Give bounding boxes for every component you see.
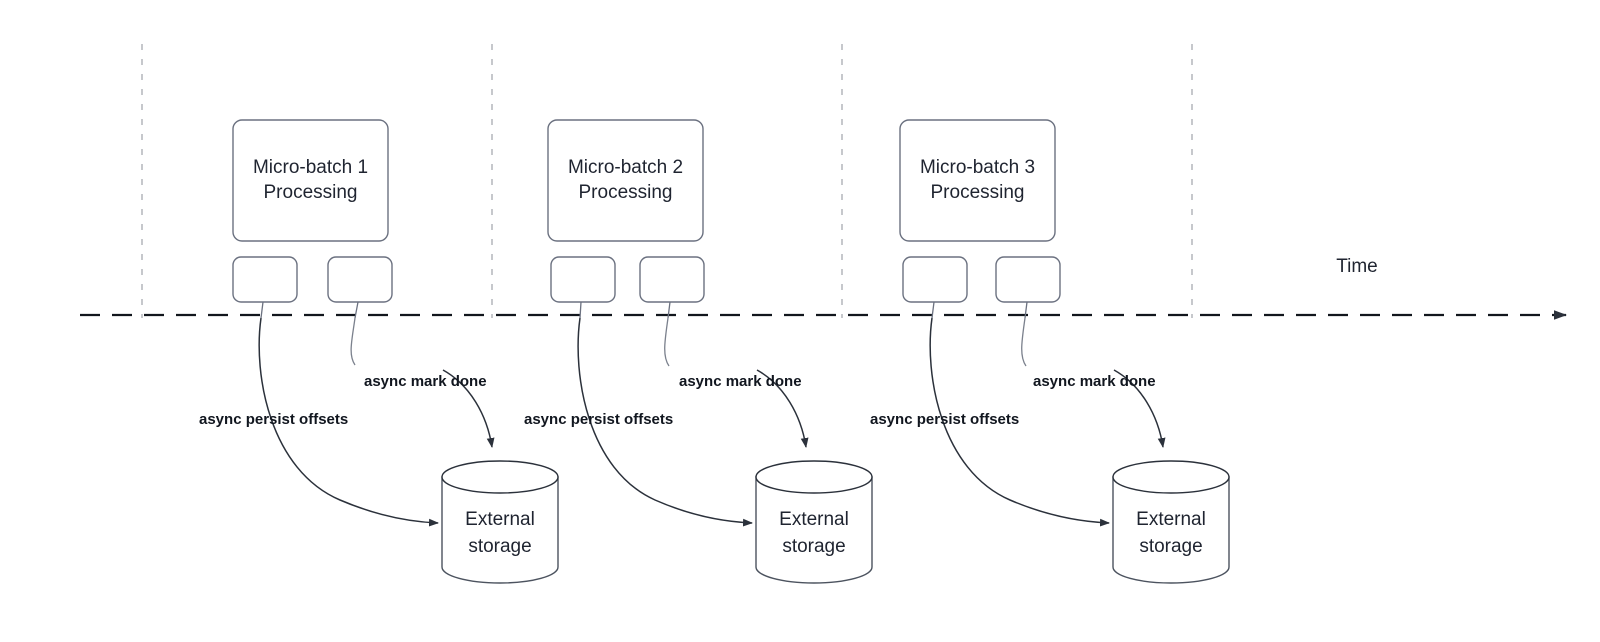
micro-batch-group-2: Micro-batch 2 Processing async persist o… [524,119,873,584]
micro-batch-2-label-line2: Processing [579,182,673,203]
task-box-2b-connector [667,301,671,319]
async-persist-offsets-edge-3 [929,317,1110,527]
task-box-1b-connector [354,301,359,319]
external-storage-2[interactable]: External storage [755,460,873,584]
micro-batch-1-box[interactable] [232,119,389,242]
external-storage-3-label-line1: External [1136,509,1206,530]
async-mark-done-edge-1-upper [350,317,356,366]
external-storage-3[interactable]: External storage [1112,460,1230,584]
async-persist-offsets-label-3: async persist offsets [870,411,1019,428]
micro-batch-3-label-line1: Micro-batch 3 [920,157,1035,178]
micro-batch-2-box[interactable] [547,119,704,242]
external-storage-3-top [1112,460,1230,494]
external-storage-2-body [755,476,873,584]
external-storage-2-label-line2: storage [782,536,845,557]
micro-batch-3-box[interactable] [899,119,1056,242]
async-mark-done-edge-3-lower [1113,369,1166,448]
task-box-2b[interactable] [639,256,705,303]
async-mark-done-edge-3-upper [1021,317,1027,367]
async-persist-offsets-edge-1 [258,317,439,527]
batch-boundaries [141,44,1193,318]
micro-batch-1-label-line1: Micro-batch 1 [253,157,368,178]
external-storage-2-top [755,460,873,494]
task-box-3a-connector [931,301,935,319]
time-axis-label: Time [1336,256,1378,277]
micro-batch-3-label-line2: Processing [931,182,1025,203]
micro-batch-group-1: Micro-batch 1 Processing async persist o… [199,119,559,584]
task-box-3b-connector [1024,301,1028,319]
async-persist-offsets-label-1: async persist offsets [199,411,348,428]
external-storage-1-body [441,476,559,584]
async-persist-offsets-label-2: async persist offsets [524,411,673,428]
micro-batch-group-3: Micro-batch 3 Processing async persist o… [870,119,1230,584]
task-box-1a[interactable] [232,256,298,303]
time-axis: Time [80,256,1567,320]
async-mark-done-label-2: async mark done [679,373,802,390]
task-box-2a-connector [579,301,582,319]
async-mark-done-edge-2-lower [756,369,809,448]
task-box-3b[interactable] [995,256,1061,303]
async-mark-done-edge-1-lower [442,369,495,448]
async-mark-done-label-1: async mark done [364,373,487,390]
task-box-1a-connector [260,301,264,319]
task-box-1b[interactable] [327,256,393,303]
external-storage-3-body [1112,476,1230,584]
external-storage-1[interactable]: External storage [441,460,559,584]
external-storage-1-top [441,460,559,494]
async-mark-done-label-3: async mark done [1033,373,1156,390]
micro-batch-2-label-line1: Micro-batch 2 [568,157,683,178]
external-storage-3-label-line2: storage [1139,536,1202,557]
external-storage-1-label-line2: storage [468,536,531,557]
task-box-2a[interactable] [550,256,616,303]
micro-batch-1-label-line2: Processing [264,182,358,203]
external-storage-1-label-line1: External [465,509,535,530]
task-box-3a[interactable] [902,256,968,303]
external-storage-2-label-line1: External [779,509,849,530]
async-mark-done-edge-2-upper [664,317,670,367]
async-persist-offsets-edge-2 [577,317,753,527]
